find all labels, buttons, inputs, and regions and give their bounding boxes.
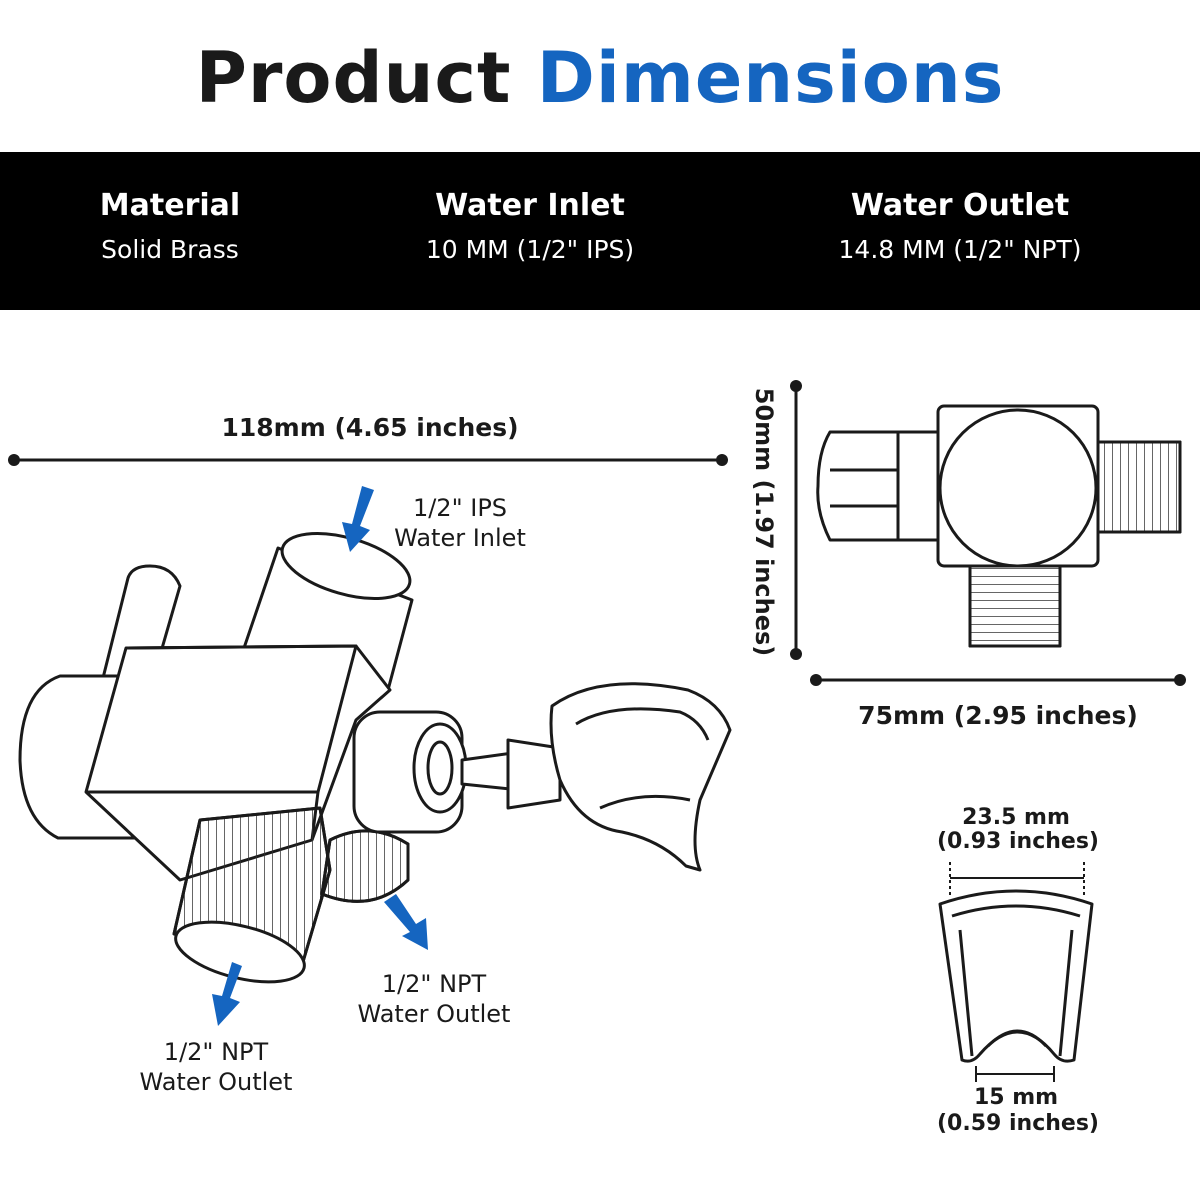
- height-side-label: 50mm (1.97 inches): [750, 388, 778, 656]
- width-dimension-side: 75mm (2.95 inches): [810, 674, 1186, 730]
- width-dimension-main: 118mm (4.65 inches): [8, 413, 728, 466]
- outlet-bottom-callout-line2: Water Outlet: [140, 1068, 293, 1096]
- title-part-2: Dimensions: [536, 37, 1005, 119]
- holder-bottom-dimension: [975, 1066, 1055, 1082]
- holder-top-mm: 23.5 mm: [962, 805, 1070, 830]
- inlet-arrow-icon: [342, 486, 374, 552]
- outlet-bottom-callout-line1: 1/2" NPT: [164, 1038, 269, 1066]
- spec-water-outlet: Water Outlet 14.8 MM (1/2" NPT): [800, 186, 1120, 268]
- outlet-right-arrow-icon: [384, 894, 428, 950]
- outlet-right-callout-line1: 1/2" NPT: [382, 970, 487, 998]
- spec-label: Water Outlet: [850, 188, 1070, 223]
- page-title: Product Dimensions: [0, 38, 1200, 118]
- holder-bottom-mm: 15 mm: [974, 1085, 1058, 1110]
- spec-value: 10 MM (1/2" IPS): [425, 235, 635, 264]
- outlet-right-callout-line2: Water Outlet: [358, 1000, 511, 1028]
- width-main-label: 118mm (4.65 inches): [221, 413, 518, 442]
- spec-material: Material Solid Brass: [60, 186, 280, 268]
- holder-drawing: [938, 889, 1094, 1063]
- spec-value: 14.8 MM (1/2" NPT): [838, 235, 1082, 264]
- holder-bottom-in: (0.59 inches): [937, 1111, 1099, 1136]
- spec-bar: Material Solid Brass Water Inlet 10 MM (…: [0, 152, 1200, 310]
- inlet-callout-line2: Water Inlet: [394, 524, 526, 552]
- diverter-drawing: [18, 532, 732, 984]
- spec-label: Water Inlet: [435, 188, 625, 223]
- flow-arrows: [212, 486, 428, 1026]
- spec-label: Material: [99, 188, 241, 223]
- spec-value: Solid Brass: [101, 235, 239, 264]
- height-dimension-side: 50mm (1.97 inches): [750, 380, 802, 660]
- inlet-callout-line1: 1/2" IPS: [413, 494, 507, 522]
- holder-top-in: (0.93 inches): [937, 829, 1099, 854]
- side-view-drawing: [816, 404, 1182, 648]
- holder-top-dimension: [949, 862, 1085, 896]
- title-part-1: Product: [195, 37, 512, 119]
- spec-water-inlet: Water Inlet 10 MM (1/2" IPS): [390, 186, 670, 268]
- outlet-bottom-arrow-icon: [212, 962, 242, 1026]
- width-side-label: 75mm (2.95 inches): [858, 701, 1138, 730]
